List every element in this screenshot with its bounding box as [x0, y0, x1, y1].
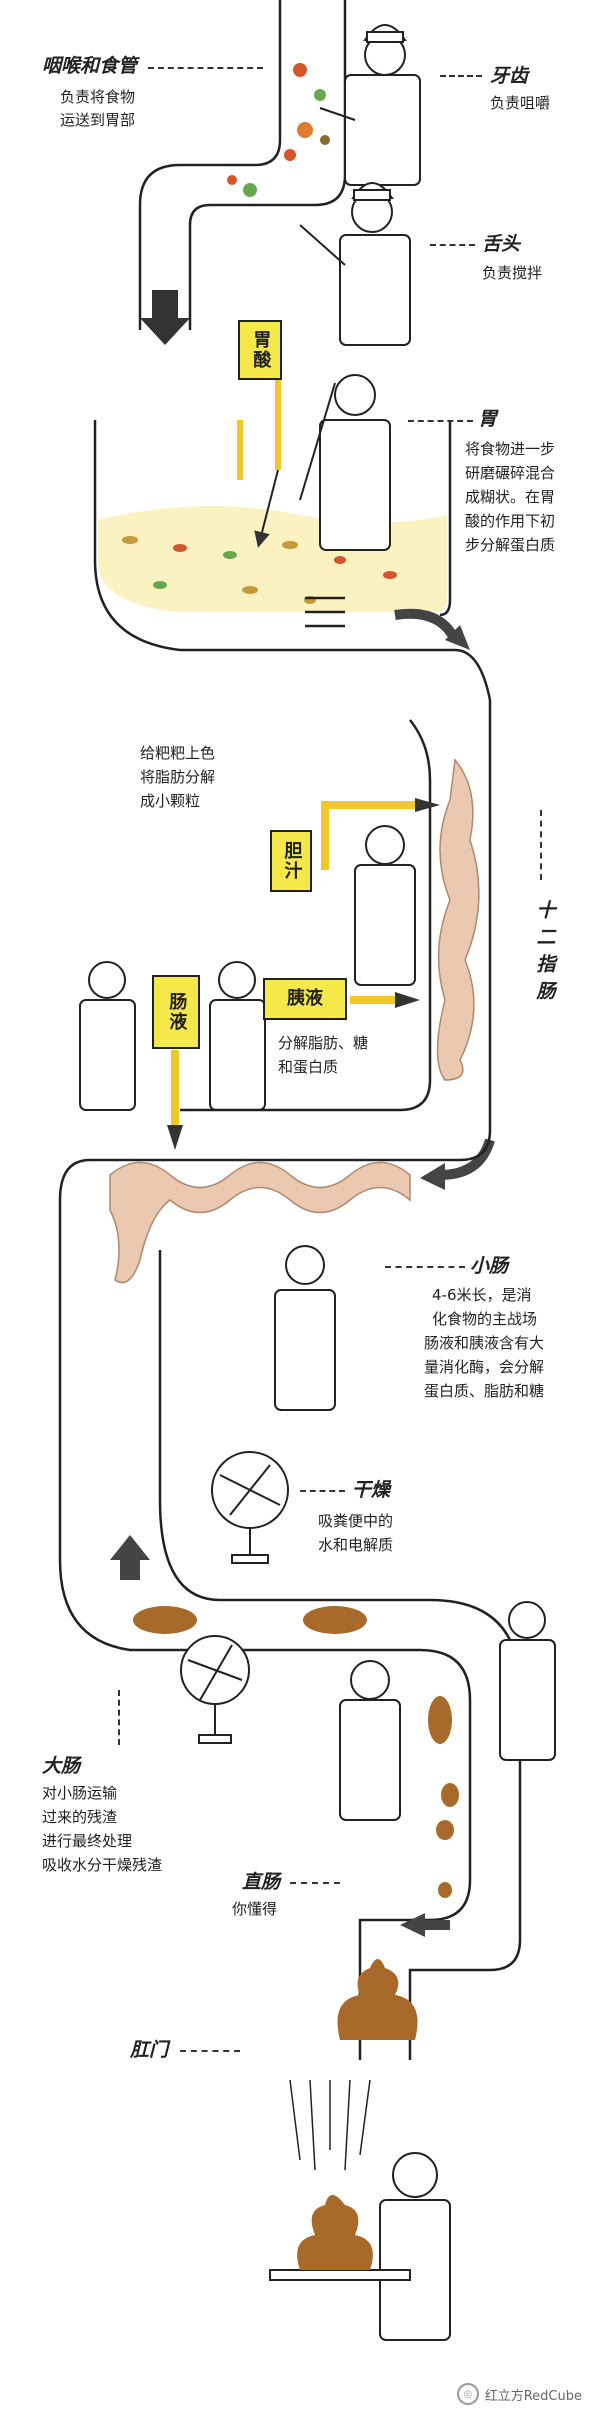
small-intestine-desc-5: 蛋白质、脂肪和糖 [424, 1382, 545, 1400]
dry-title: 干燥 [352, 1479, 391, 1501]
stomach-dash [408, 420, 473, 422]
stomach-acid-pool [98, 506, 447, 612]
large-intestine-dash [118, 1690, 120, 1745]
feces-2 [303, 1606, 367, 1634]
food-bits [227, 63, 330, 197]
throat-title: 咽喉和食管 [42, 55, 138, 77]
stomach [93, 420, 492, 701]
dry-desc-1: 吸粪便中的 [318, 1512, 394, 1530]
chef-duodenum [354, 825, 416, 986]
rectum-feces [337, 1959, 418, 2040]
intestinal-juice-box: 肠液 [152, 975, 200, 1049]
small-intestine-desc-1: 4-6米长，是消 [432, 1286, 532, 1304]
teeth-dash [440, 75, 482, 77]
small-intestine-desc-2: 化食物的主战场 [432, 1310, 538, 1328]
pancreas-desc-1: 分解脂肪、糖 [278, 1034, 369, 1052]
large-intestine-title: 大肠 [42, 1755, 81, 1777]
feces-3 [428, 1696, 452, 1744]
feces-5 [436, 1820, 454, 1840]
final-feces [297, 2195, 373, 2270]
stomach-desc-1: 将食物进一步 [465, 440, 556, 458]
feces-6 [438, 1882, 452, 1898]
large-intestine-desc-2: 过来的残渣 [42, 1808, 118, 1826]
large-intestine-desc-4: 吸收水分干燥残渣 [42, 1856, 163, 1874]
down-arrow-esophagus [140, 290, 190, 345]
fan-icon-2 [180, 1635, 250, 1744]
large-intestine-tube [58, 1499, 522, 2060]
chef-small-intestine [274, 1245, 336, 1411]
bile-box: 胆汁 [270, 830, 312, 892]
tongue-desc-1: 负责搅拌 [482, 264, 543, 282]
small-intestine-food [109, 1161, 411, 1284]
fan-icon [211, 1451, 289, 1564]
bile-desc-2: 将脂肪分解 [140, 768, 216, 786]
chef-stomach [299, 374, 391, 551]
rectum-dash [290, 1882, 340, 1884]
feces-1 [133, 1606, 197, 1634]
watermark-logo-icon: ◎ [456, 2383, 479, 2405]
teeth-desc-1: 负责咀嚼 [490, 94, 551, 112]
chef-teeth [319, 24, 421, 186]
stomach-title: 胃 [478, 408, 498, 430]
watermark: ◎ 红立方RedCube [456, 2383, 582, 2405]
duodenum-food [436, 758, 480, 1081]
chef-left-2 [209, 961, 266, 1111]
anus-title: 肛门 [130, 2039, 169, 2061]
tongue-title: 舌头 [482, 233, 521, 255]
bile-desc-1: 给粑粑上色 [140, 744, 216, 762]
rectum-title: 直肠 [242, 1871, 281, 1893]
teeth-title: 牙齿 [490, 65, 529, 87]
stomach-desc-2: 研磨碾碎混合 [465, 464, 556, 482]
pancreatic-juice-box: 胰液 [263, 978, 347, 1020]
bile-desc-3: 成小颗粒 [140, 792, 201, 810]
watermark-text: 红立方RedCube [484, 2388, 582, 2404]
anus-dash [180, 2050, 240, 2052]
small-intestine-title: 小肠 [470, 1255, 509, 1277]
chef-right [499, 1601, 556, 1761]
anus-drops [289, 2079, 371, 2171]
large-intestine-desc-3: 进行最终处理 [42, 1832, 133, 1850]
throat-dash [148, 67, 263, 69]
small-intestine-desc-4: 量消化酶，会分解 [424, 1358, 545, 1376]
tongue-dash [430, 244, 475, 246]
large-intestine-desc-1: 对小肠运输 [42, 1784, 118, 1802]
throat-desc-1: 负责将食物 [60, 88, 136, 106]
flow-lines [305, 596, 345, 628]
stomach-desc-4: 酸的作用下初 [465, 512, 556, 530]
chef-left-1 [79, 961, 136, 1111]
small-intestine-tube [58, 1079, 492, 1560]
small-intestine-dash [385, 1266, 465, 1268]
stomach-desc-5: 步分解蛋白质 [465, 536, 556, 554]
esophagus-tube [138, 0, 347, 330]
throat-desc-2: 运送到胃部 [60, 111, 136, 129]
curved-arrow-1 [394, 608, 460, 643]
dry-dash [300, 1490, 345, 1492]
small-intestine-desc-3: 肠液和胰液含有大 [424, 1334, 545, 1352]
down-arrow-large [110, 1535, 150, 1580]
feces-4 [441, 1783, 459, 1807]
gastric-acid-box: 胃酸 [238, 320, 282, 380]
chef-large-intestine [339, 1660, 401, 1821]
duodenum-tube [409, 700, 492, 1130]
pancreas-desc-2: 和蛋白质 [278, 1058, 339, 1076]
duodenum-dash [540, 810, 542, 880]
stomach-desc-3: 成糊状。在胃 [465, 488, 556, 506]
chef-final [269, 2152, 451, 2341]
rectum-desc-1: 你懂得 [232, 1900, 278, 1918]
dry-desc-2: 水和电解质 [318, 1536, 394, 1554]
duodenum-title: 十二指肠 [533, 900, 556, 1008]
chef-tongue [299, 182, 411, 346]
